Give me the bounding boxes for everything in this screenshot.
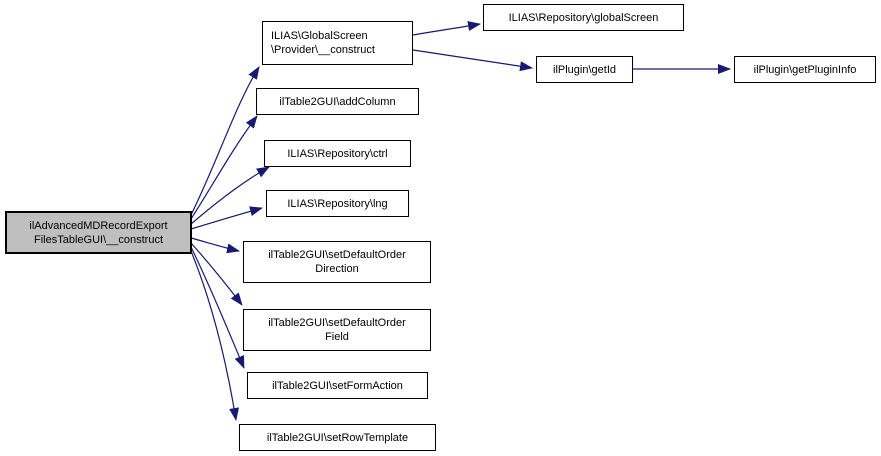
edge-main-to-provider-construct xyxy=(190,66,260,216)
node-label: Direction xyxy=(315,263,359,275)
edge-main-to-set-default-order-field xyxy=(190,242,243,306)
node-get-plugin-info[interactable]: ilPlugin\getPluginInfo xyxy=(734,56,876,83)
edge-main-to-set-default-order-direction xyxy=(190,237,240,254)
node-label: ilPlugin\getPluginInfo xyxy=(753,63,857,76)
node-label: \Provider\__construct xyxy=(271,44,375,56)
edge-main-to-set-row-template xyxy=(190,250,239,421)
edge-main-to-lng xyxy=(190,206,263,230)
node-label: Field xyxy=(325,331,349,343)
edge-main-to-add-column xyxy=(190,115,258,220)
node-set-default-order-direction[interactable]: ilTable2GUI\setDefaultOrder Direction xyxy=(243,241,431,283)
node-set-form-action[interactable]: ilTable2GUI\setFormAction xyxy=(247,372,428,399)
node-label: ilTable2GUI\setDefaultOrder xyxy=(268,249,406,261)
edge-provider-to-get-id xyxy=(412,49,533,72)
node-label: ILIAS\Repository\globalScreen xyxy=(508,11,659,24)
node-label: ILIAS\Repository\lng xyxy=(287,197,388,210)
node-lng[interactable]: ILIAS\Repository\lng xyxy=(266,190,409,217)
node-label: FilesTableGUI\__construct xyxy=(34,233,163,246)
node-label: ILIAS\Repository\ctrl xyxy=(287,147,388,160)
node-label: ilPlugin\getId xyxy=(553,63,616,76)
node-label: ilTable2GUI\setRowTemplate xyxy=(266,431,409,444)
node-label: ilTable2GUI\setFormAction xyxy=(272,379,403,392)
edge-main-to-ctrl xyxy=(190,166,270,225)
node-global-screen[interactable]: ILIAS\Repository\globalScreen xyxy=(483,4,684,31)
node-label: ILIAS\GlobalScreen xyxy=(271,30,368,42)
node-ctrl[interactable]: ILIAS\Repository\ctrl xyxy=(264,140,411,167)
node-add-column[interactable]: ilTable2GUI\addColumn xyxy=(256,88,419,115)
node-main-construct: ilAdvancedMDRecordExport FilesTableGUI\_… xyxy=(5,211,192,254)
node-label: ilAdvancedMDRecordExport xyxy=(29,219,168,232)
node-label: ilTable2GUI\addColumn xyxy=(279,95,396,108)
node-get-id[interactable]: ilPlugin\getId xyxy=(536,56,633,83)
edge-main-to-set-form-action xyxy=(190,246,245,369)
edge-provider-to-global-screen xyxy=(412,21,481,36)
node-label: ilTable2GUI\setDefaultOrder xyxy=(268,317,406,329)
node-globalscreen-provider-construct[interactable]: ILIAS\GlobalScreen \Provider\__construct xyxy=(262,21,413,65)
node-set-default-order-field[interactable]: ilTable2GUI\setDefaultOrder Field xyxy=(243,309,431,351)
node-set-row-template[interactable]: ilTable2GUI\setRowTemplate xyxy=(239,424,436,451)
